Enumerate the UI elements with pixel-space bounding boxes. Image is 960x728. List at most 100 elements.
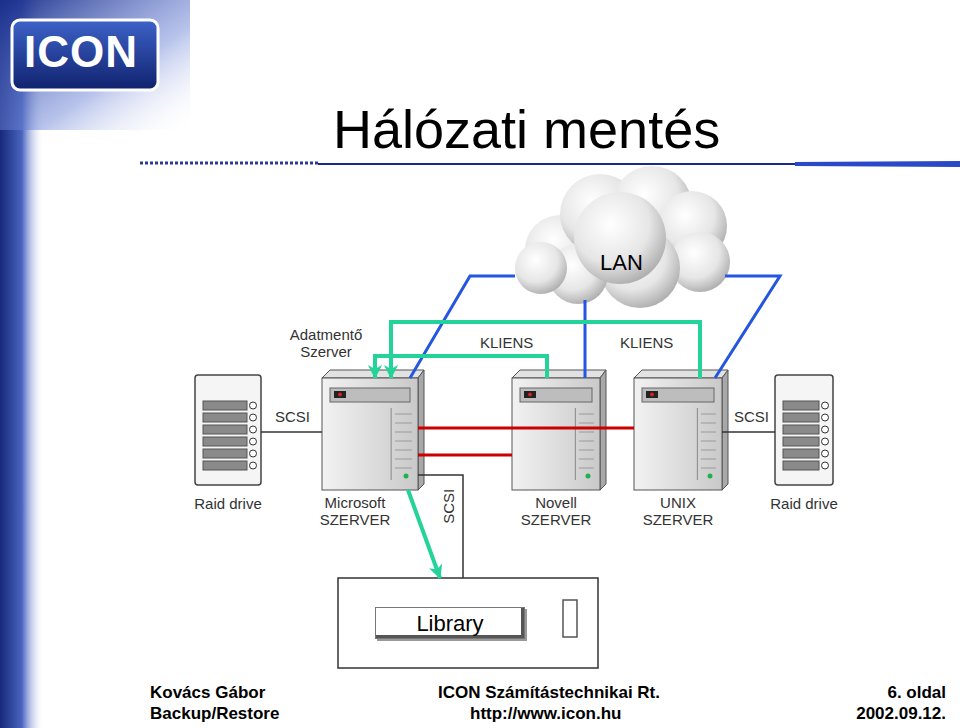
server-part: [395, 432, 412, 433]
server-part: [579, 468, 594, 469]
server-part: [642, 388, 714, 402]
server-part: [520, 388, 592, 402]
connector-label: SCSI: [273, 409, 312, 426]
server-part: [634, 370, 728, 378]
raid-part: [783, 449, 819, 458]
connector: [408, 490, 440, 578]
server-part: [330, 388, 410, 402]
server-part: [395, 441, 412, 442]
raid-illustration: [195, 375, 261, 485]
footer-url: http://www.icon.hu: [470, 705, 621, 724]
node-label: KLIENS: [620, 334, 673, 351]
footer-page: 6. oldal: [887, 684, 946, 703]
node-label: Adatmentő Szerver: [288, 326, 364, 361]
node-label: KLIENS: [480, 334, 533, 351]
raid-part: [195, 375, 261, 485]
server-part: [322, 378, 418, 490]
lan-cloud: [515, 166, 730, 308]
server-part: [334, 391, 346, 398]
server-part: [395, 459, 412, 460]
server-part: [600, 370, 606, 490]
server-part: [579, 423, 594, 424]
server-part: [701, 423, 716, 424]
connector-label: SCSI: [732, 409, 771, 426]
node-label: LAN: [600, 250, 643, 275]
raid-part: [203, 449, 247, 458]
server-part: [646, 391, 658, 398]
server-part: [586, 474, 591, 479]
server-part: [528, 393, 532, 397]
raid-part: [250, 426, 257, 433]
tape-library: Library: [338, 578, 598, 668]
lan-cloud-node: LAN: [515, 180, 725, 300]
server-part: [395, 450, 412, 451]
slide-title: Hálózati mentés: [333, 100, 720, 159]
server-part: [575, 408, 576, 480]
raid-part: [822, 462, 829, 469]
connector: [584, 300, 587, 378]
raid-part: [203, 437, 247, 446]
connector: [418, 454, 512, 457]
raid-part: [783, 425, 819, 434]
footer-date: 2002.09.12.: [856, 705, 946, 724]
raid-part: [783, 401, 819, 410]
server-part: [579, 441, 594, 442]
raid-part: [783, 437, 819, 446]
raid-part: [775, 375, 833, 485]
server-part: [701, 441, 716, 442]
server-illustration: [322, 370, 424, 490]
server-part: [395, 423, 412, 424]
footer-author: Kovács Gábor: [150, 684, 265, 703]
raid-part: [822, 426, 829, 433]
server-part: [579, 450, 594, 451]
server-part: [701, 459, 716, 460]
logo-box: [12, 20, 158, 90]
server-part: [722, 370, 728, 490]
server-part: [395, 414, 412, 415]
raid-part: [203, 425, 247, 434]
node-caption: Novell SZERVER: [516, 494, 596, 529]
raid-drive: Raid drive: [195, 375, 261, 485]
node-label: Raid drive: [194, 495, 262, 512]
raid-part: [250, 402, 257, 409]
connector: [418, 475, 463, 578]
title-rule-end: [795, 161, 960, 167]
server-part: [579, 414, 594, 415]
node-caption: UNIX SZERVER: [638, 494, 718, 529]
server-illustration: [512, 370, 606, 490]
server-part: [701, 414, 716, 415]
hardware-illustrations: [195, 370, 833, 668]
raid-part: [250, 450, 257, 457]
server-part: [418, 370, 424, 490]
server-part: [404, 474, 409, 479]
server-part: [650, 393, 654, 397]
node-label: Raid drive: [770, 495, 838, 512]
raid-part: [783, 461, 819, 470]
raid-part: [822, 414, 829, 421]
server-part: [512, 370, 606, 378]
connector-label: SCSI: [441, 487, 458, 526]
raid-illustration: [775, 375, 833, 485]
corner-glow: [0, 0, 190, 130]
raid-part: [822, 402, 829, 409]
connector: [722, 431, 775, 433]
title-dotted-rule: [140, 162, 318, 165]
footer-topic: Backup/Restore: [150, 705, 279, 724]
server-part: [512, 378, 600, 490]
library-part: [563, 600, 577, 637]
server-part: [524, 391, 536, 398]
library-illustration: [338, 578, 598, 668]
server-part: [701, 432, 716, 433]
server: Adatmentő SzerverMicrosoft SZERVER: [322, 378, 418, 490]
server-part: [579, 459, 594, 460]
server-part: [697, 408, 698, 480]
footer-company: ICON Számítástechnikai Rt.: [438, 684, 660, 703]
raid-part: [203, 461, 247, 470]
connector: [375, 356, 547, 378]
node-label: Library: [375, 607, 525, 639]
server-part: [701, 450, 716, 451]
raid-part: [250, 414, 257, 421]
connector: [391, 322, 700, 378]
raid-part: [783, 413, 819, 422]
